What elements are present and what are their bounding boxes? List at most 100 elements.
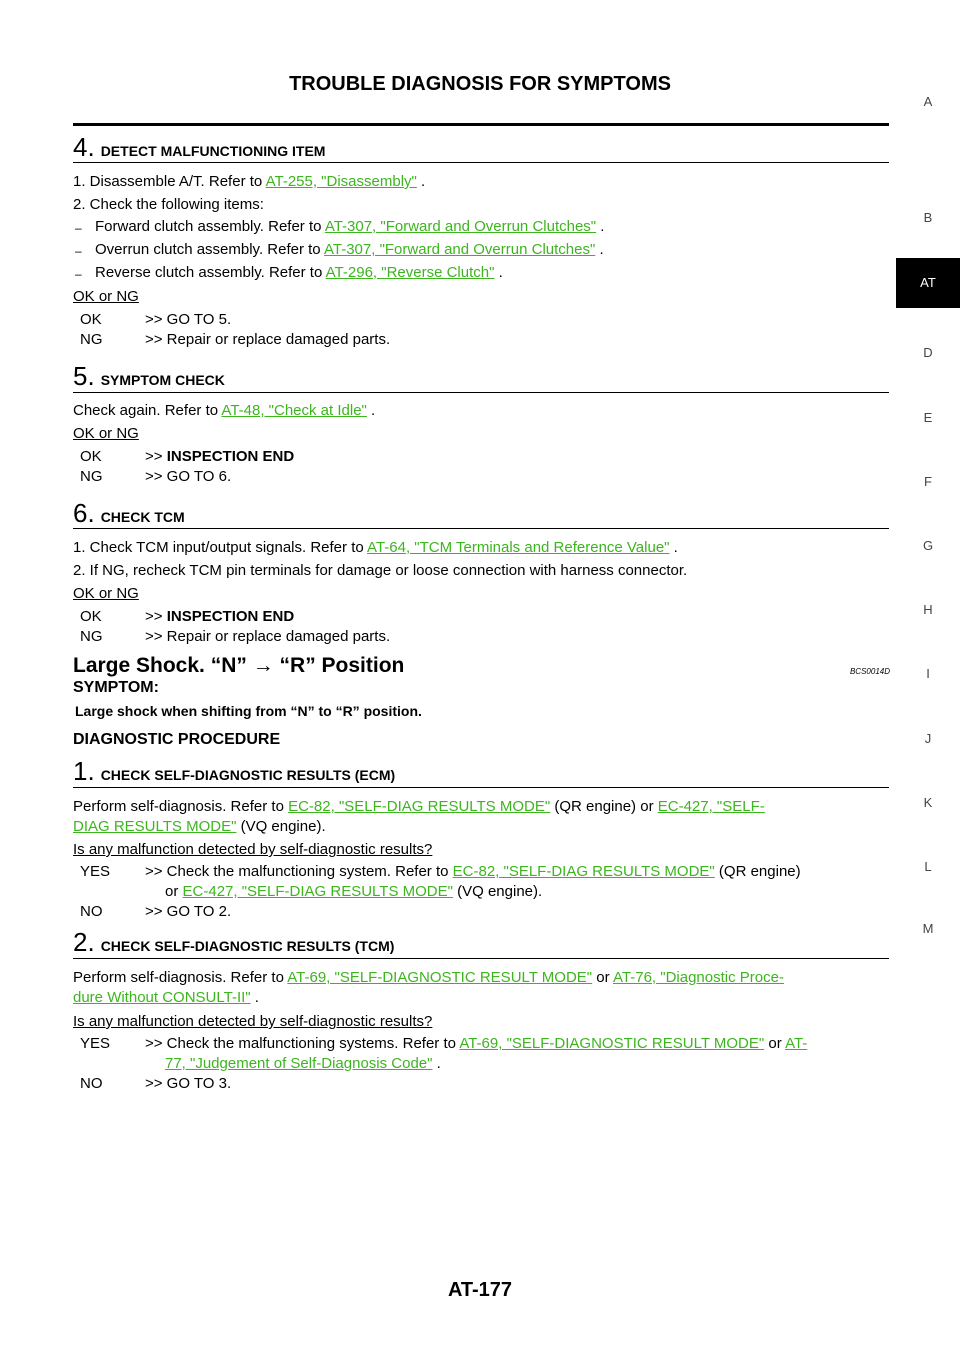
inspection-end-label: INSPECTION END [166, 608, 295, 625]
result-yes-mid: (QR engine) [714, 863, 801, 880]
side-tab-at[interactable]: AT [896, 258, 960, 308]
step-2-heading: 2. CHECK SELF-DIAGNOSTIC RESULTS (TCM) [73, 927, 889, 958]
step-5-line-1-text: Check again. Refer to [73, 402, 222, 419]
step-6-line-1-end: . [669, 539, 678, 556]
page-footer-number: AT-177 [447, 1279, 513, 1301]
link-at-307-forward[interactable]: AT-307, "Forward and Overrun Clutches" [324, 218, 597, 235]
result-no-value: >> GO TO 3. [145, 1075, 232, 1092]
check-item-end: . [595, 241, 604, 258]
result-ng-key: NG [80, 468, 103, 485]
step-4-heading: 4. DETECT MALFUNCTIONING ITEM [73, 132, 889, 163]
side-tab-i[interactable]: I [926, 666, 930, 681]
step-5-number: 5. [73, 361, 95, 391]
step-2-rule [73, 958, 889, 959]
check-item-text: Overrun clutch assembly. Refer to [95, 241, 324, 258]
step-1-text-end: (VQ engine). [236, 818, 326, 835]
step-2-paragraph-line-2: dure Without CONSULT-II" . [73, 988, 889, 1008]
step-1-number: 1. [73, 756, 95, 786]
side-tab-e[interactable]: E [923, 410, 933, 425]
result-ng-value: >> Repair or replace damaged parts. [145, 628, 391, 645]
result-yes-or: or [165, 883, 183, 900]
link-ec-82-yes[interactable]: EC-82, "SELF-DIAG RESULTS MODE" [452, 863, 715, 880]
step-2-text: Perform self-diagnosis. Refer to [73, 969, 288, 986]
symptom-text: Large shock when shifting from “N” to “R… [75, 703, 422, 719]
link-at-76-cont[interactable]: dure Without CONSULT-II" [73, 989, 251, 1006]
check-item-text: Reverse clutch assembly. Refer to [95, 264, 326, 281]
result-ng-key: NG [80, 331, 103, 348]
link-at-69[interactable]: AT-69, "SELF-DIAGNOSTIC RESULT MODE" [287, 969, 593, 986]
link-ec-427-yes[interactable]: EC-427, "SELF-DIAG RESULTS MODE" [182, 883, 453, 900]
link-ec-82[interactable]: EC-82, "SELF-DIAG RESULTS MODE" [288, 798, 551, 815]
step-4-question: OK or NG [73, 288, 139, 305]
side-tab-g[interactable]: G [922, 538, 934, 553]
side-tab-k[interactable]: K [923, 795, 933, 810]
step-4-rule [73, 162, 889, 163]
result-yes-end: (VQ engine). [452, 883, 543, 900]
step-6-heading: 6.CHECK TCM [73, 498, 889, 529]
check-item-forward: Forward clutch assembly. Refer to AT-307… [95, 218, 604, 235]
result-yes-value: >> Check the malfunctioning system. Refe… [145, 863, 889, 880]
result-yes-key: YES [80, 1035, 111, 1052]
step-4-title: DETECT MALFUNCTIONING ITEM [100, 143, 326, 159]
side-tab-l[interactable]: L [924, 859, 932, 874]
step-4-number: 4. [73, 132, 95, 162]
side-tab-m[interactable]: M [922, 921, 934, 936]
inspection-end-label: INSPECTION END [166, 448, 295, 465]
check-item-end: . [494, 264, 503, 281]
result-ok-value: >> GO TO 5. [145, 311, 232, 328]
step-4-line-1: 1. Disassemble A/T. Refer to AT-255, "Di… [73, 172, 889, 192]
check-item-overrun: Overrun clutch assembly. Refer to AT-307… [95, 241, 604, 258]
link-ec-427-cont[interactable]: DIAG RESULTS MODE" [73, 818, 237, 835]
step-6-line-2: 2. If NG, recheck TCM pin terminals for … [73, 562, 688, 579]
page-header-title: TROUBLE DIAGNOSIS FOR SYMPTOMS [289, 73, 671, 95]
link-at-48[interactable]: AT-48, "Check at Idle" [221, 402, 367, 419]
bullet-dash: – [75, 244, 82, 258]
side-tab-h[interactable]: H [923, 602, 933, 617]
step-2-question: Is any malfunction detected by self-diag… [73, 1013, 433, 1030]
section-code: BCS0014D [849, 667, 890, 676]
step-6-question: OK or NG [73, 585, 139, 602]
step-2-text-end: . [250, 989, 259, 1006]
result-yes-key: YES [80, 863, 111, 880]
step-4-line-2: 2. Check the following items: [73, 196, 264, 213]
link-at-296[interactable]: AT-296, "Reverse Clutch" [325, 264, 495, 281]
step-1-paragraph-line-2: DIAG RESULTS MODE" (VQ engine). [73, 817, 889, 837]
step-5-question: OK or NG [73, 425, 139, 442]
step-5-heading: 5.SYMPTOM CHECK [73, 361, 889, 392]
link-at-69-yes[interactable]: AT-69, "SELF-DIAGNOSTIC RESULT MODE" [459, 1035, 765, 1052]
step-2-paragraph-line-1: Perform self-diagnosis. Refer to AT-69, … [73, 968, 889, 988]
result-yes-value: >> Check the malfunctioning systems. Ref… [145, 1035, 889, 1052]
step-2-title: CHECK SELF-DIAGNOSTIC RESULTS (TCM) [100, 938, 395, 954]
step-4-line-1-text: 1. Disassemble A/T. Refer to [73, 173, 266, 190]
result-yes-end: . [432, 1055, 441, 1072]
step-6-rule [73, 528, 889, 529]
link-at-77-cont[interactable]: 77, "Judgement of Self-Diagnosis Code" [165, 1055, 433, 1072]
link-at-64[interactable]: AT-64, "TCM Terminals and Reference Valu… [367, 539, 670, 556]
step-1-title: CHECK SELF-DIAGNOSTIC RESULTS (ECM) [100, 767, 396, 783]
step-2-text-mid: or [592, 969, 613, 986]
result-yes-mid: or [764, 1035, 786, 1052]
result-yes-text: >> Check the malfunctioning system. Refe… [145, 863, 453, 880]
side-tab-b[interactable]: B [923, 210, 933, 225]
link-at-307-overrun[interactable]: AT-307, "Forward and Overrun Clutches" [323, 241, 596, 258]
step-2-number: 2. [73, 927, 95, 957]
step-1-text: Perform self-diagnosis. Refer to [73, 798, 289, 815]
side-tab-a[interactable]: A [923, 94, 933, 109]
link-ec-427[interactable]: EC-427, "SELF- [657, 798, 765, 815]
side-tab-f[interactable]: F [924, 474, 932, 489]
result-ok-value: >> INSPECTION END [145, 448, 294, 465]
side-tab-j[interactable]: J [924, 731, 932, 746]
result-no-value: >> GO TO 2. [145, 903, 232, 920]
check-item-end: . [596, 218, 605, 235]
result-yes-value-line-2: or EC-427, "SELF-DIAG RESULTS MODE" (VQ … [165, 883, 542, 900]
link-at-76[interactable]: AT-76, "Diagnostic Proce- [613, 969, 784, 986]
side-tab-d[interactable]: D [923, 345, 933, 360]
step-1-question: Is any malfunction detected by self-diag… [73, 841, 433, 858]
link-at-255[interactable]: AT-255, "Disassembly" [265, 173, 417, 190]
step-6-title: CHECK TCM [100, 509, 185, 525]
step-5-rule [73, 392, 889, 393]
link-at-77[interactable]: AT- [785, 1035, 808, 1052]
result-yes-text: >> Check the malfunctioning systems. Ref… [145, 1035, 460, 1052]
result-ok-key: OK [80, 311, 102, 328]
diagnostic-procedure-label: DIAGNOSTIC PROCEDURE [73, 731, 281, 748]
